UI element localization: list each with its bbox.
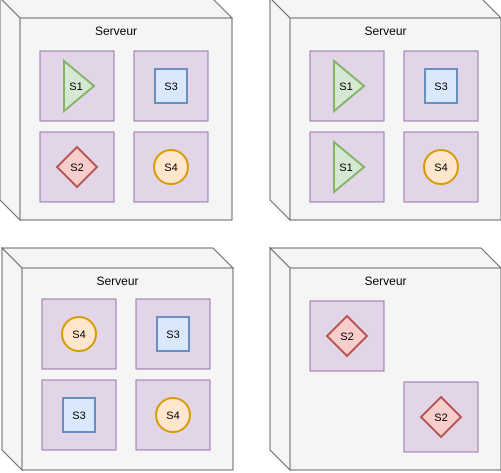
service-label: S3 bbox=[434, 81, 447, 93]
service-label: S1 bbox=[339, 162, 352, 174]
slot-box bbox=[133, 131, 209, 203]
server-side-face bbox=[1, 246, 23, 472]
service-label: S3 bbox=[166, 329, 179, 341]
service-slot-s1: S1 bbox=[309, 131, 385, 203]
service-slot-s4: S4 bbox=[403, 131, 479, 203]
server-top-face bbox=[271, 0, 501, 19]
service-label: S3 bbox=[164, 81, 177, 93]
service-label: S2 bbox=[70, 162, 83, 174]
service-label: S2 bbox=[340, 331, 353, 343]
service-label: S3 bbox=[72, 410, 85, 422]
service-slot-s3: S3 bbox=[403, 50, 479, 122]
server-side-face bbox=[269, 0, 291, 222]
service-label: S4 bbox=[164, 162, 177, 174]
circle-icon bbox=[61, 316, 97, 352]
service-label: S1 bbox=[339, 81, 352, 93]
circle-icon bbox=[153, 149, 189, 185]
triangle-icon bbox=[333, 58, 366, 114]
service-slot-s2: S2 bbox=[403, 381, 479, 453]
server-label: Serveur bbox=[364, 274, 406, 288]
service-slot-s4: S4 bbox=[41, 298, 117, 370]
service-slot-s3: S3 bbox=[133, 50, 209, 122]
service-slot-s2: S2 bbox=[309, 300, 385, 372]
server-top-face bbox=[268, 247, 501, 269]
service-slot-s2: S2 bbox=[39, 131, 115, 203]
service-slot-s1: S1 bbox=[309, 50, 385, 122]
square-icon bbox=[154, 68, 188, 104]
square-icon bbox=[156, 316, 190, 352]
square-icon bbox=[424, 68, 458, 104]
service-slot-s3: S3 bbox=[135, 298, 211, 370]
circle-icon bbox=[423, 149, 459, 185]
service-slot-s4: S4 bbox=[133, 131, 209, 203]
square-icon bbox=[62, 397, 96, 433]
service-label: S2 bbox=[434, 412, 447, 424]
triangle-icon bbox=[333, 139, 366, 195]
circle-icon bbox=[155, 397, 191, 433]
service-slot-s3: S3 bbox=[41, 379, 117, 451]
service-slot-s4: S4 bbox=[135, 379, 211, 451]
server-label: Serveur bbox=[364, 24, 406, 38]
server-label: Serveur bbox=[96, 274, 138, 288]
service-slot-s1: S1 bbox=[39, 50, 115, 122]
service-label: S4 bbox=[166, 410, 179, 422]
server-top-face bbox=[0, 247, 235, 269]
service-label: S4 bbox=[434, 162, 447, 174]
server-side-face bbox=[0, 0, 21, 222]
triangle-icon bbox=[63, 58, 96, 114]
diamond-icon bbox=[55, 145, 99, 189]
diamond-icon bbox=[419, 395, 463, 439]
server-top-face bbox=[1, 0, 234, 19]
diamond-icon bbox=[325, 314, 369, 358]
service-label: S4 bbox=[72, 329, 85, 341]
service-label: S1 bbox=[69, 81, 82, 93]
server-side-face bbox=[269, 246, 291, 472]
server-label: Serveur bbox=[95, 24, 137, 38]
